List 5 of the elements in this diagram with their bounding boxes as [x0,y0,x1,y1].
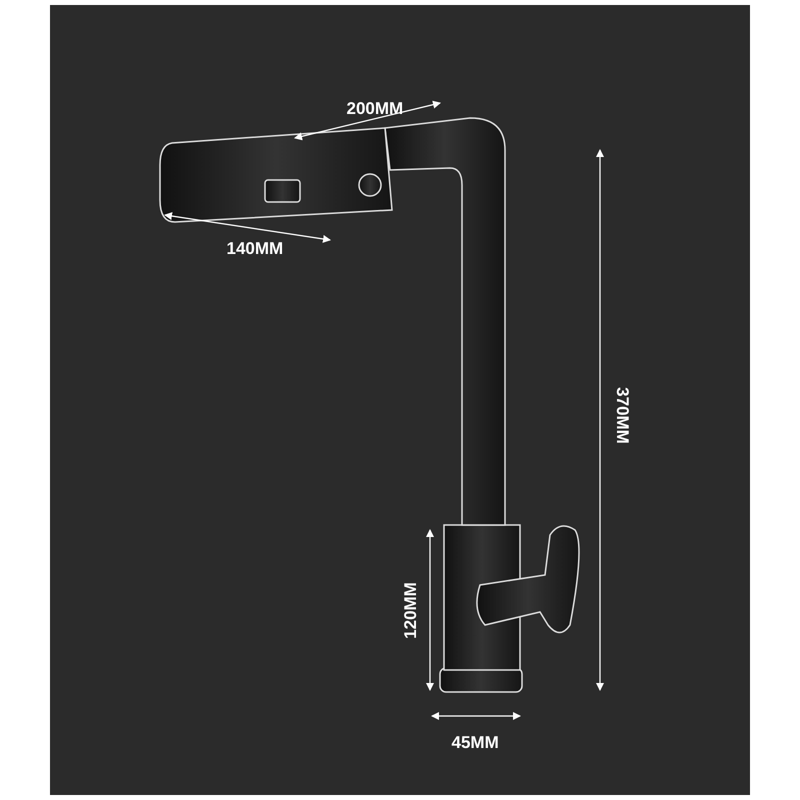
dimension-label: 45MM [452,734,499,750]
dimension-label: 120MM [401,582,418,638]
dimension-label: 370MM [613,386,630,444]
dimension-label: 140MM [226,240,284,256]
dimension-label: 200MM [346,100,404,116]
